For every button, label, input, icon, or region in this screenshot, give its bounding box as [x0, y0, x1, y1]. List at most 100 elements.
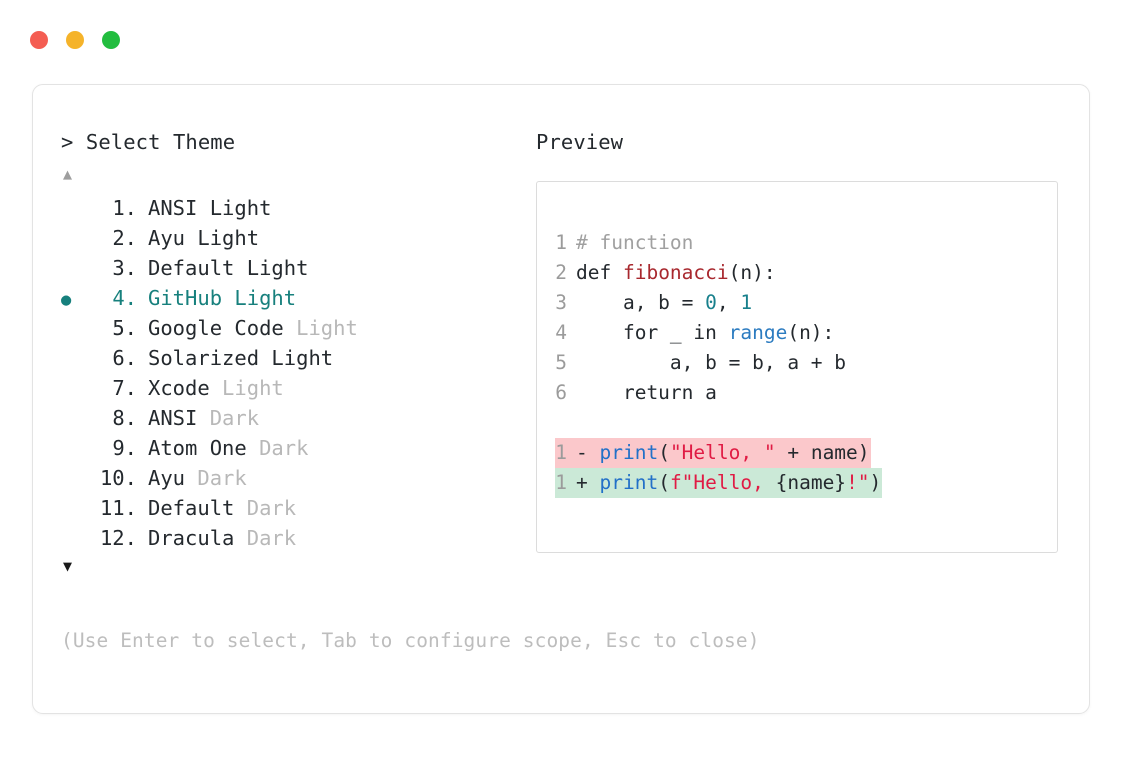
code-line: 4 for _ in range(n): [555, 318, 882, 348]
theme-name: Dracula [148, 526, 235, 550]
theme-variant-tag: Dark [246, 436, 309, 460]
code-token: for _ in [576, 321, 729, 344]
theme-list-item[interactable]: 6. Solarized Light [61, 343, 531, 373]
code-line: 1 # function [555, 228, 882, 258]
code-line: 6 return a [555, 378, 882, 408]
theme-variant-tag: Light [209, 376, 284, 400]
line-number: 2 [555, 261, 567, 284]
diff-line-del: 1- print("Hello, " + name) [555, 438, 882, 468]
theme-name: Google Code [148, 316, 284, 340]
code-token: fibonacci [622, 261, 729, 284]
code-spacer [555, 408, 882, 438]
diff-line-add: 1+ print(f"Hello, {name}!") [555, 468, 883, 498]
theme-index: 7. [112, 376, 137, 400]
theme-index: 5. [112, 316, 137, 340]
theme-list-item[interactable]: 2. Ayu Light [61, 223, 531, 253]
code-token: ( [658, 471, 670, 494]
code-token: "Hello, " [669, 441, 776, 464]
theme-variant-tag: Dark [234, 526, 297, 550]
theme-list-item[interactable]: 7. Xcode Light [61, 373, 531, 403]
theme-list-item[interactable]: 3. Default Light [61, 253, 531, 283]
line-number: 5 [555, 351, 567, 374]
code-line: 5 a, b = b, a + b [555, 348, 882, 378]
theme-name: ANSI [148, 406, 198, 430]
code-token: a, b = b, a + b [576, 351, 847, 374]
code-line: 3 a, b = 0, 1 [555, 288, 882, 318]
code-token: a, b = [576, 291, 706, 314]
theme-variant-tag: Dark [197, 406, 260, 430]
theme-index: 6. [112, 346, 137, 370]
theme-variant-tag: Dark [185, 466, 247, 490]
theme-name: ANSI Light [148, 196, 272, 220]
theme-list: 1. ANSI Light 2. Ayu Light 3. Default Light ● 4… [61, 193, 531, 553]
diff-line-body: 1+ print(f"Hello, {name}!") [555, 468, 883, 498]
close-button[interactable] [30, 31, 48, 49]
theme-index: 9. [112, 436, 137, 460]
code-token: # function [576, 231, 694, 254]
code-token: {name} [775, 471, 847, 494]
code-token: (n): [787, 321, 835, 344]
code-token: , [716, 291, 741, 314]
theme-index: 4. [112, 286, 137, 310]
code-token: return a [576, 381, 717, 404]
theme-name: Ayu Light [148, 226, 260, 250]
theme-name: Default Light [148, 256, 309, 280]
theme-name: Ayu [148, 466, 186, 490]
theme-list-item[interactable]: 9. Atom One Dark [61, 433, 531, 463]
theme-list-item[interactable]: 1. ANSI Light [61, 193, 531, 223]
code-line: 2 def fibonacci(n): [555, 258, 882, 288]
line-number: 1 [555, 471, 567, 494]
code-token: ( [658, 441, 670, 464]
line-number: 3 [555, 291, 567, 314]
preview-title: Preview [536, 130, 624, 154]
code-token: 0 [705, 291, 717, 314]
theme-index: 12. [99, 526, 137, 550]
theme-index: 2. [112, 226, 137, 250]
code-token: range [728, 321, 788, 344]
scroll-up-icon[interactable]: ▲ [63, 165, 73, 183]
theme-list-item[interactable]: 11. Default Dark [61, 493, 531, 523]
line-number: 6 [555, 381, 567, 404]
minimize-button[interactable] [66, 31, 84, 49]
code-token: print [599, 441, 659, 464]
scroll-down-icon[interactable]: ▼ [63, 557, 73, 575]
theme-name: Default [148, 496, 235, 520]
theme-index: 1. [112, 196, 137, 220]
theme-name: Atom One [148, 436, 247, 460]
theme-list-item[interactable]: 8. ANSI Dark [61, 403, 531, 433]
code-token: def [576, 261, 623, 284]
theme-index: 8. [112, 406, 137, 430]
diff-line-body: 1- print("Hello, " + name) [555, 438, 871, 468]
line-number: 4 [555, 321, 567, 344]
theme-selection-panel: > Select Theme ▲ 1. ANSI Light 2. Ayu Light… [61, 129, 531, 577]
theme-picker-card: > Select Theme ▲ 1. ANSI Light 2. Ayu Light… [32, 84, 1090, 714]
code-token: f"Hello, [669, 471, 776, 494]
code-token: print [599, 471, 659, 494]
theme-list-item[interactable]: 10. Ayu Dark [61, 463, 531, 493]
line-number: 1 [555, 231, 567, 254]
theme-index: 11. [99, 496, 137, 520]
theme-name: Solarized Light [148, 346, 334, 370]
diff-marker: - [576, 441, 600, 464]
keyboard-hint: (Use Enter to select, Tab to configure s… [61, 629, 760, 652]
diff-marker: + [576, 471, 600, 494]
theme-name: GitHub Light [148, 286, 297, 310]
theme-list-item[interactable]: 12. Dracula Dark [61, 523, 531, 553]
theme-variant-tag: Dark [234, 496, 297, 520]
theme-prompt: > Select Theme [61, 130, 236, 154]
code-token: ) [869, 471, 882, 494]
maximize-button[interactable] [102, 31, 120, 49]
theme-list-item[interactable]: 5. Google Code Light [61, 313, 531, 343]
code-token: + name) [775, 441, 870, 464]
code-token: (n): [728, 261, 776, 284]
theme-name: Xcode [148, 376, 210, 400]
theme-index: 10. [99, 466, 137, 490]
theme-list-item[interactable]: ● 4. GitHub Light [61, 283, 531, 313]
theme-index: 3. [112, 256, 137, 280]
selected-bullet-icon: ● [61, 290, 72, 310]
theme-variant-tag: Light [283, 316, 358, 340]
window-controls [30, 31, 120, 49]
